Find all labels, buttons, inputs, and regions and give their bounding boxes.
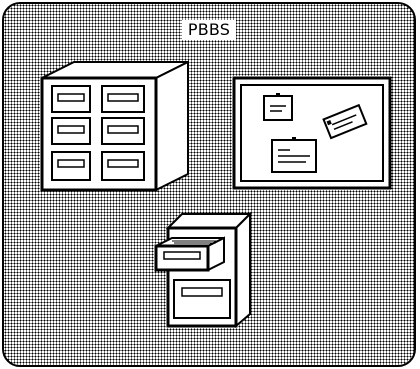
title-bar: PBBS bbox=[4, 20, 414, 40]
window-title: PBBS bbox=[182, 20, 236, 40]
mailboxes-icon[interactable] bbox=[34, 56, 194, 196]
filing-cabinet-icon[interactable] bbox=[152, 210, 262, 330]
bulletin-board-icon[interactable] bbox=[232, 76, 394, 192]
pbbs-main-window: PBBS bbox=[2, 2, 416, 367]
